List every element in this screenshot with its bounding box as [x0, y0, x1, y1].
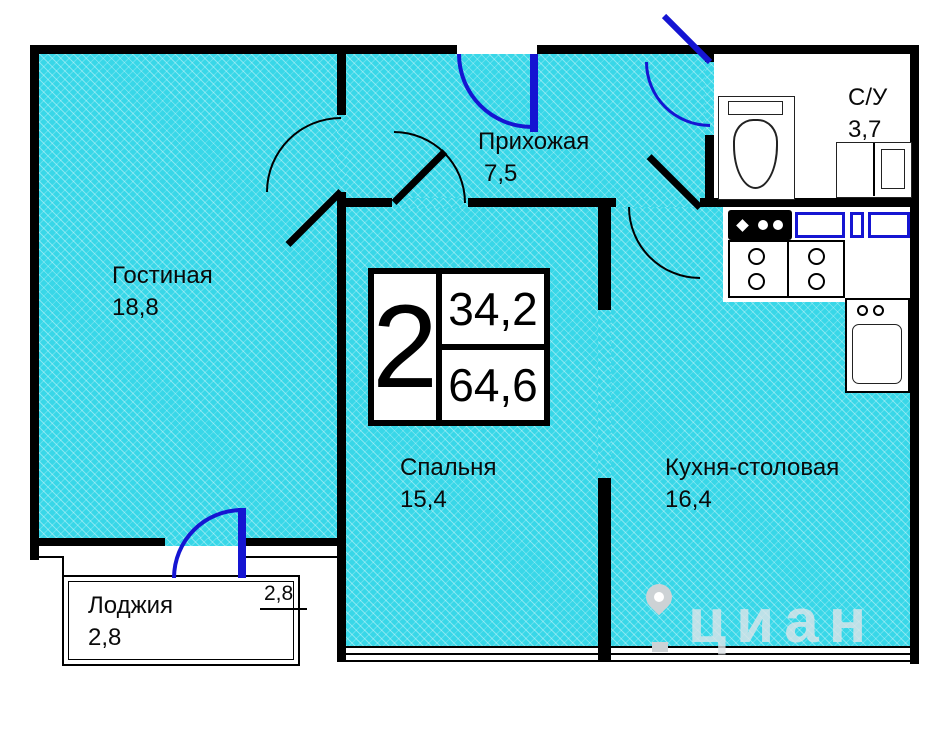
wall — [537, 45, 919, 54]
burner — [748, 273, 765, 290]
counter-box — [868, 212, 910, 238]
living-name: Гостиная — [112, 262, 213, 289]
bathroom-area: 3,7 — [848, 116, 882, 144]
hob-diamond — [736, 219, 749, 232]
hob-circle — [773, 220, 783, 230]
counter-box — [795, 212, 845, 238]
total-area: 64,6 — [448, 359, 538, 411]
wall — [700, 198, 910, 207]
loggia-connector-line — [30, 556, 62, 558]
label-bedroom: Спальня 15,4 — [400, 452, 496, 517]
wall — [337, 646, 346, 662]
bathroom-sink-icon — [836, 142, 912, 198]
living-room-floor — [39, 54, 337, 538]
hob-circle — [758, 220, 768, 230]
label-kitchen: Кухня-столовая 16,4 — [665, 452, 839, 517]
label-living: Гостиная 18,8 — [112, 260, 213, 325]
toilet-icon — [718, 96, 795, 200]
watermark-pin-hole — [651, 589, 667, 605]
loggia-window-frame — [62, 575, 300, 666]
watermark-pin-base — [652, 642, 668, 652]
loggia-name: Лоджия — [88, 592, 174, 619]
doorway-living-hall — [337, 115, 346, 192]
hob-icon — [728, 210, 792, 240]
kitchen-name: Кухня-столовая — [665, 454, 840, 481]
wall — [30, 45, 39, 560]
hallway-name: Прихожая — [478, 128, 590, 155]
toilet-tank — [728, 101, 783, 115]
wall — [337, 54, 346, 115]
area-badge: 2 34,2 64,6 — [368, 268, 550, 426]
wall — [705, 135, 714, 198]
wall — [337, 192, 346, 646]
sink-basin — [852, 324, 902, 384]
stove-divider — [787, 242, 789, 296]
loggia-area: 2,8 — [88, 624, 122, 652]
burner — [748, 248, 765, 265]
opening-bedroom-kitchen — [598, 310, 611, 478]
bedroom-name: Спальня — [400, 454, 497, 481]
burner — [808, 273, 825, 290]
vanity-basin — [881, 149, 905, 189]
living-area: 18,8 — [112, 294, 159, 322]
wall — [598, 478, 611, 646]
wall — [30, 45, 457, 54]
loggia-door-leaf — [238, 508, 246, 578]
living-area-total: 34,2 — [442, 274, 544, 350]
entrance-door-leaf — [530, 54, 538, 132]
sink-icon — [845, 298, 910, 393]
wall — [468, 198, 616, 207]
wall — [910, 45, 919, 664]
watermark-text: циан — [688, 587, 877, 656]
doorway-hall-kitchen — [616, 198, 700, 207]
rooms-count: 2 — [372, 274, 442, 420]
vanity-divider — [873, 143, 875, 196]
hallway-area: 7,5 — [484, 160, 518, 188]
bathroom-name: С/У — [848, 84, 888, 111]
counter-box — [850, 212, 864, 238]
loggia-connector-line — [245, 556, 337, 558]
burner — [808, 248, 825, 265]
window-line — [346, 653, 910, 655]
window-line — [346, 660, 910, 662]
bedroom-area: 15,4 — [400, 486, 447, 514]
wall — [337, 198, 392, 207]
label-bathroom: С/У 3,7 — [848, 82, 887, 147]
loggia-coefficient-note: 2,8 — [260, 582, 308, 610]
toilet-bowl — [733, 119, 778, 189]
stove-icon — [728, 240, 845, 298]
kitchen-area: 16,4 — [665, 486, 712, 514]
loggia-connector-line — [62, 556, 64, 575]
window-line — [346, 646, 910, 648]
wall — [598, 207, 611, 310]
tap-circle — [873, 305, 884, 316]
tap-circle — [857, 305, 868, 316]
wall — [245, 538, 345, 546]
label-hallway: Прихожая 7,5 — [478, 126, 589, 191]
wall — [30, 538, 165, 546]
label-loggia: Лоджия 2,8 — [88, 590, 173, 655]
loggia-window-inner-frame — [68, 581, 294, 660]
